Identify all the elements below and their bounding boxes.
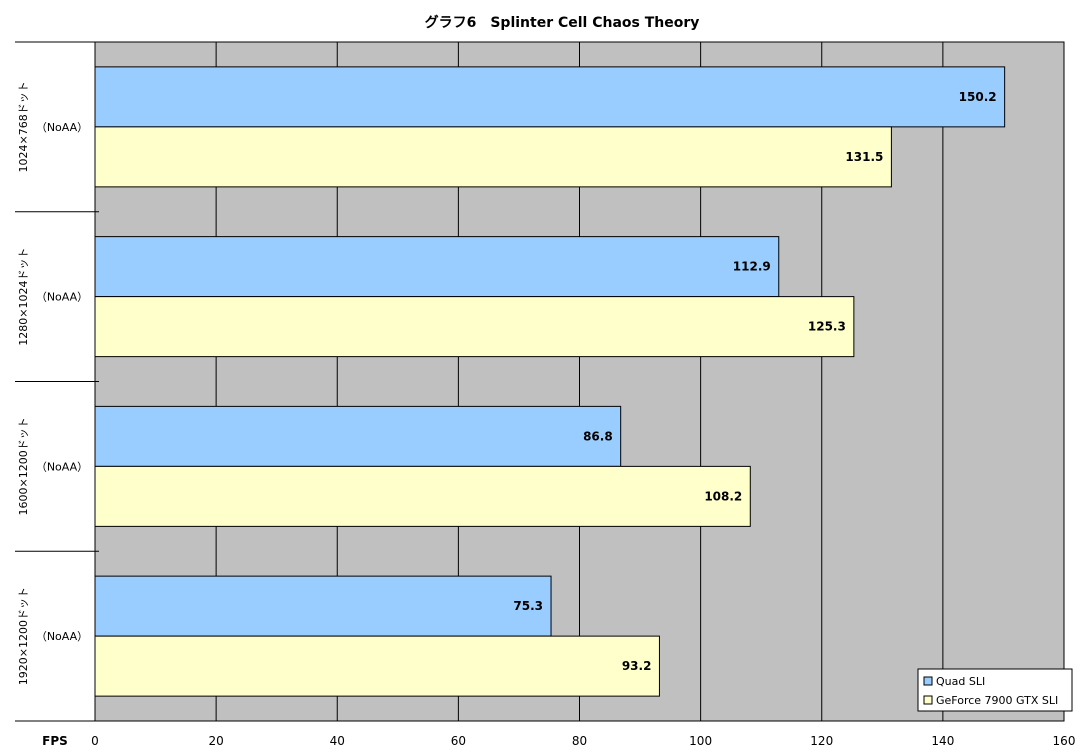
legend-box (917, 668, 1073, 712)
x-tick-label: 20 (208, 734, 223, 748)
bar (94, 405, 622, 467)
category-label: 1024×768ドット (17, 81, 30, 172)
x-tick-label: 60 (451, 734, 466, 748)
category-label: 1280×1024ドット (17, 248, 30, 346)
legend-label: Quad SLI (936, 675, 985, 688)
x-tick-label: 120 (810, 734, 833, 748)
data-label: 86.8 (583, 429, 613, 443)
x-tick-label: 140 (931, 734, 954, 748)
category-sublabel: （NoAA） (36, 291, 88, 304)
legend-swatch (923, 676, 933, 686)
data-label: 112.9 (733, 260, 771, 274)
legend-swatch (923, 695, 933, 705)
data-label: 108.2 (704, 489, 742, 503)
data-label: 93.2 (622, 659, 652, 673)
bar (94, 465, 751, 527)
bar (94, 66, 1006, 128)
bar (94, 635, 660, 697)
legend: Quad SLI GeForce 7900 GTX SLI (917, 668, 1073, 712)
x-tick-label: 100 (689, 734, 712, 748)
x-tick-label: 0 (91, 734, 99, 748)
bar (94, 236, 780, 298)
legend-label: GeForce 7900 GTX SLI (936, 694, 1058, 707)
x-tick-label: 160 (1053, 734, 1076, 748)
category-label: 1600×1200ドット (17, 417, 30, 515)
x-axis-label: FPS (42, 734, 68, 748)
bar (94, 296, 855, 358)
chart-title: グラフ6 Splinter Cell Chaos Theory (425, 14, 700, 31)
x-tick-label: 40 (330, 734, 345, 748)
x-tick-label: 80 (572, 734, 587, 748)
bar (94, 575, 552, 637)
data-label: 131.5 (845, 150, 883, 164)
data-label: 75.3 (513, 599, 543, 613)
category-sublabel: （NoAA） (36, 460, 88, 473)
category-sublabel: （NoAA） (36, 630, 88, 643)
data-label: 125.3 (808, 320, 846, 334)
category-sublabel: （NoAA） (36, 121, 88, 134)
data-label: 150.2 (959, 90, 997, 104)
category-label: 1920×1200ドット (17, 587, 30, 685)
bar (94, 126, 892, 188)
